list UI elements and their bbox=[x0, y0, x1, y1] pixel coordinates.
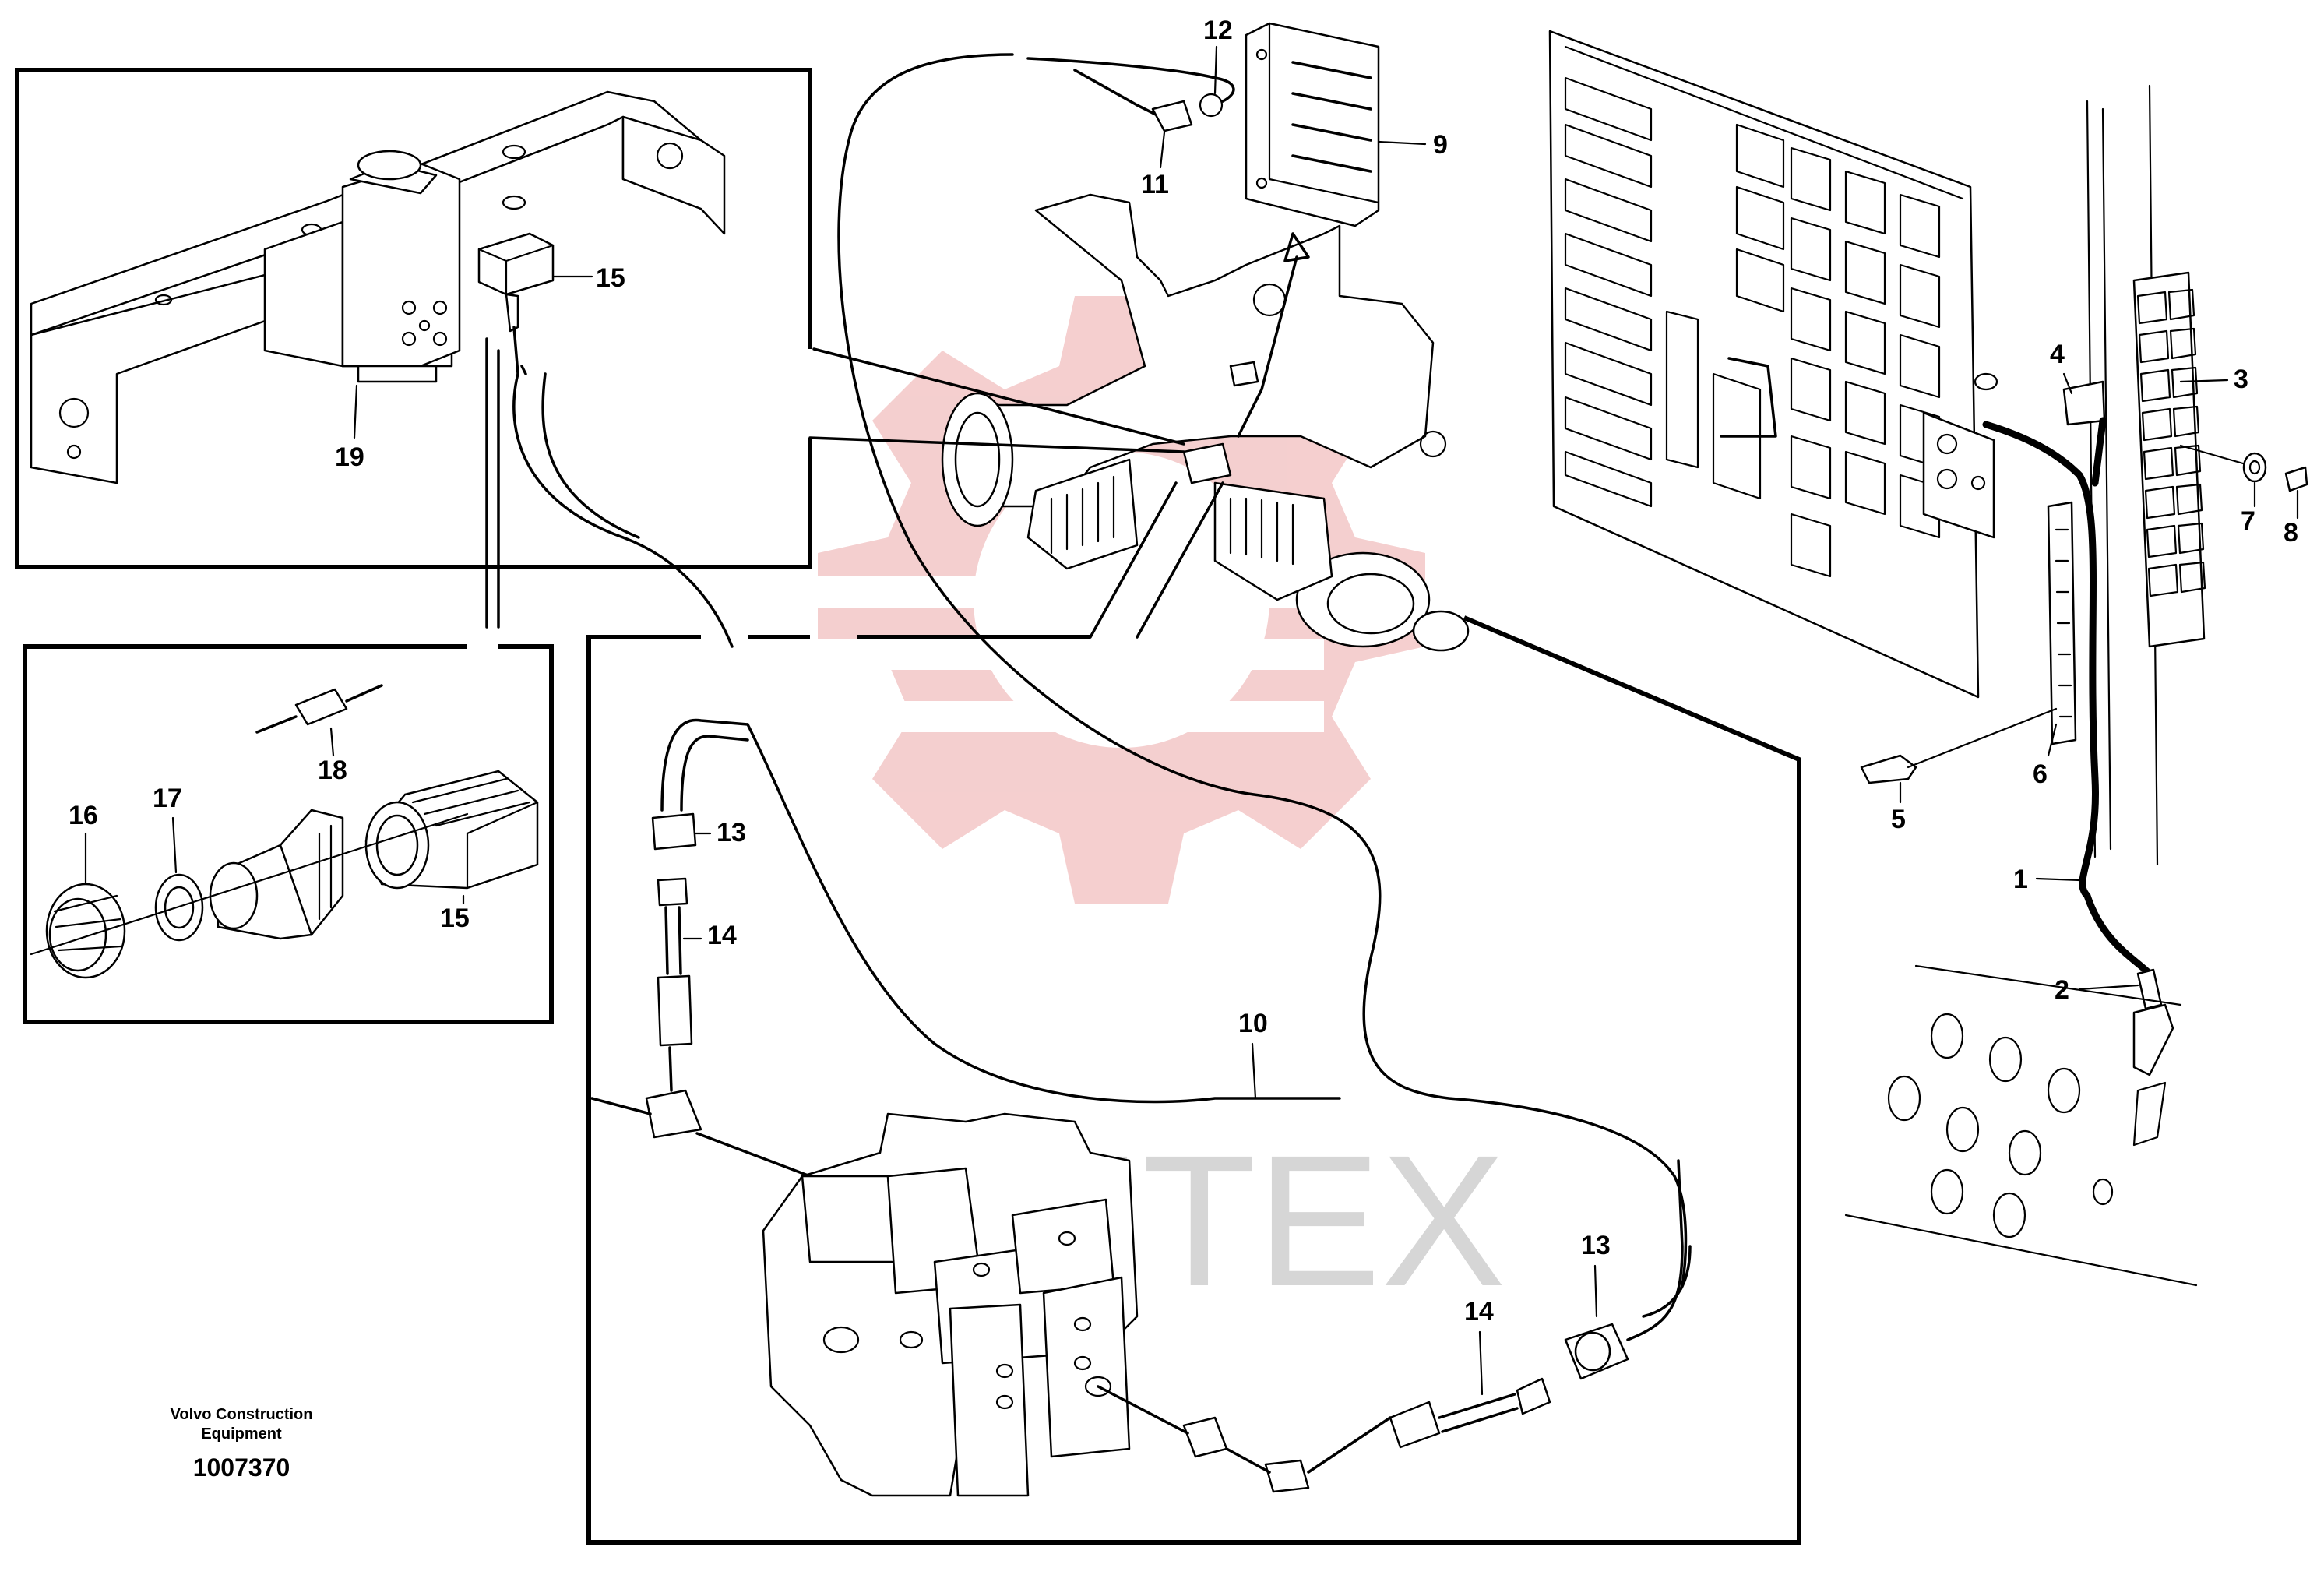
callout-18: 18 bbox=[318, 756, 347, 785]
callout-14-left: 14 bbox=[707, 921, 737, 950]
footer-brand-line2: Equipment bbox=[201, 1425, 282, 1443]
callout-15-bottom: 15 bbox=[440, 904, 470, 933]
callout-16: 16 bbox=[69, 801, 98, 830]
callout-1: 1 bbox=[2013, 865, 2028, 894]
callout-5: 5 bbox=[1891, 805, 1906, 834]
drawing-number: 1007370 bbox=[193, 1453, 290, 1482]
inset-solenoid-bracket: 15 19 bbox=[15, 68, 812, 648]
callout-7: 7 bbox=[2241, 506, 2255, 536]
callout-11: 11 bbox=[1141, 170, 1169, 199]
inset-connector-parts: 16 17 18 15 bbox=[23, 644, 554, 1024]
callout-12: 12 bbox=[1203, 16, 1233, 45]
callout-4: 4 bbox=[2050, 340, 2065, 369]
callout-17: 17 bbox=[153, 784, 182, 813]
callout-10: 10 bbox=[1238, 1009, 1268, 1038]
callout-9: 9 bbox=[1433, 130, 1448, 160]
relay-rail: 4 3 7 8 5 6 1 2 bbox=[1844, 84, 2308, 1287]
cable-10: 10 bbox=[746, 53, 1688, 1287]
callout-2: 2 bbox=[2055, 975, 2069, 1005]
circuit-board bbox=[1548, 30, 1998, 699]
axle-assembly: 9 12 11 bbox=[941, 16, 1470, 652]
callout-14-right: 14 bbox=[1464, 1297, 1494, 1327]
callout-3: 3 bbox=[2234, 365, 2248, 394]
callout-13-left: 13 bbox=[717, 818, 746, 847]
callout-6: 6 bbox=[2033, 759, 2048, 789]
callout-15-top: 15 bbox=[596, 263, 625, 293]
callout-8: 8 bbox=[2284, 518, 2298, 548]
inset-valve-block: 13 14 13 14 bbox=[586, 347, 1801, 1545]
callout-13-right: 13 bbox=[1581, 1231, 1611, 1260]
callout-19: 19 bbox=[335, 442, 364, 472]
footer-brand-line1: Volvo Construction bbox=[171, 1406, 313, 1423]
